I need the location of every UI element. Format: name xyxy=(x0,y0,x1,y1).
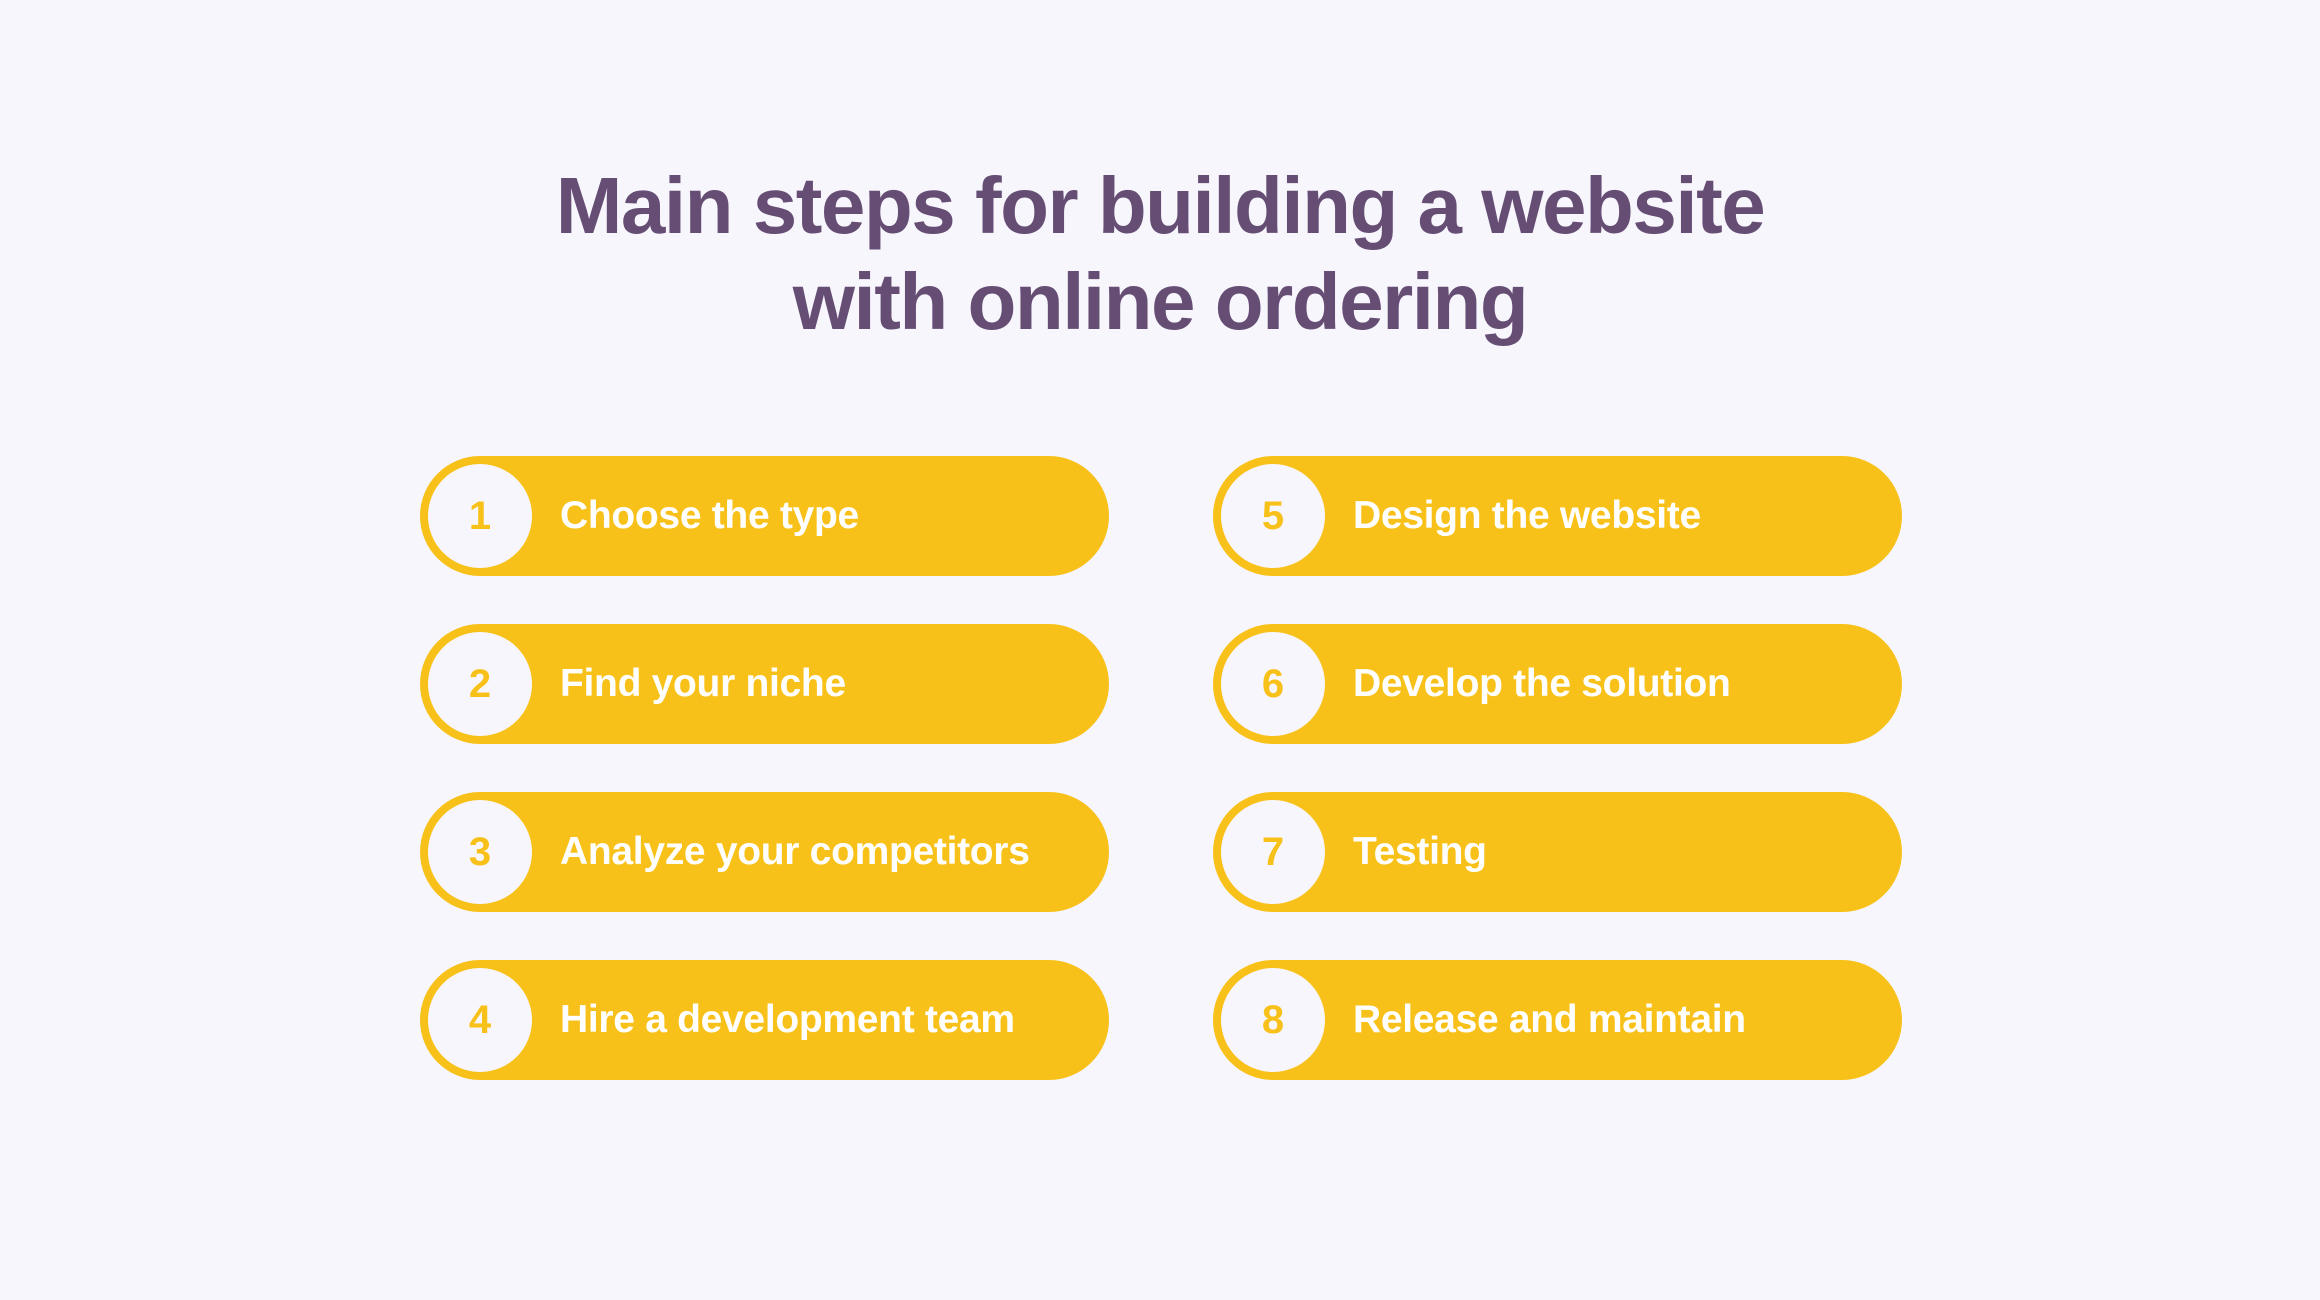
step-number-badge: 2 xyxy=(428,632,532,736)
step-label: Find your niche xyxy=(560,662,846,705)
step-number: 2 xyxy=(468,662,492,706)
step-number: 6 xyxy=(1261,662,1285,706)
step-4: 4 Hire a development team xyxy=(420,960,1109,1080)
step-number-badge: 4 xyxy=(428,968,532,1072)
step-number: 5 xyxy=(1261,494,1285,538)
step-8: 8 Release and maintain xyxy=(1213,960,1902,1080)
step-5: 5 Design the website xyxy=(1213,456,1902,576)
title-line-2: with online ordering xyxy=(792,257,1529,346)
step-label: Hire a development team xyxy=(560,998,1015,1041)
step-6: 6 Develop the solution xyxy=(1213,624,1902,744)
step-label: Release and maintain xyxy=(1353,998,1746,1041)
step-label: Analyze your competitors xyxy=(560,830,1030,873)
step-label: Design the website xyxy=(1353,494,1701,537)
step-label: Develop the solution xyxy=(1353,662,1731,705)
page-title: Main steps for building a website with o… xyxy=(0,158,2320,350)
step-label: Testing xyxy=(1353,830,1487,873)
step-number-badge: 6 xyxy=(1221,632,1325,736)
step-1: 1 Choose the type xyxy=(420,456,1109,576)
step-7: 7 Testing xyxy=(1213,792,1902,912)
step-number-badge: 5 xyxy=(1221,464,1325,568)
step-number-badge: 3 xyxy=(428,800,532,904)
step-label: Choose the type xyxy=(560,494,859,537)
step-number: 8 xyxy=(1261,998,1285,1042)
step-number: 7 xyxy=(1261,830,1285,874)
step-number-badge: 8 xyxy=(1221,968,1325,1072)
step-number: 3 xyxy=(468,830,492,874)
title-line-1: Main steps for building a website xyxy=(555,161,1766,250)
step-2: 2 Find your niche xyxy=(420,624,1109,744)
step-number-badge: 1 xyxy=(428,464,532,568)
step-number: 4 xyxy=(468,998,492,1042)
step-3: 3 Analyze your competitors xyxy=(420,792,1109,912)
step-number: 1 xyxy=(468,494,492,538)
step-number-badge: 7 xyxy=(1221,800,1325,904)
